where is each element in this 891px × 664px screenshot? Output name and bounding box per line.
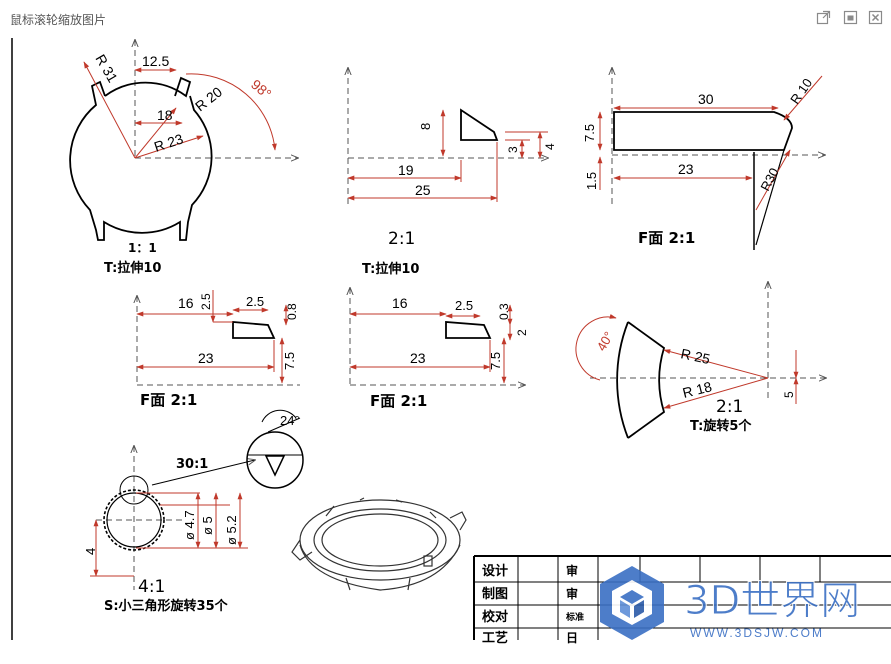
dim-r18: R 18 xyxy=(681,378,714,401)
dim-8: 8 xyxy=(418,123,433,130)
open-external-button[interactable] xyxy=(815,9,832,26)
dim-2-5-v: 2.5 xyxy=(199,293,213,310)
view-7-caption: S:小三角形旋转35个 xyxy=(104,598,229,614)
watermark-logo: 3D世界网 WWW.3DSJW.COM xyxy=(600,566,861,640)
title-row-standard: 标准 xyxy=(565,611,584,623)
dim-16-b: 16 xyxy=(392,295,408,311)
dim-18: 18 xyxy=(157,107,173,123)
title-row-date: 日 xyxy=(566,631,578,645)
dim-25: 25 xyxy=(415,182,431,198)
dim-16-a: 16 xyxy=(178,295,194,311)
dim-7-5: 7.5 xyxy=(582,124,597,142)
dim-7-5-b: 7.5 xyxy=(488,352,503,370)
close-icon xyxy=(868,10,883,25)
dim-40deg: 40° xyxy=(594,329,617,354)
view-6-scale: 2:1 xyxy=(716,397,743,417)
window-title: 鼠标滚轮缩放图片 xyxy=(10,13,107,27)
dim-5: 5 xyxy=(782,391,796,398)
dim-r20: R 20 xyxy=(192,83,225,114)
view-4-profile: 16 2.5 2.5 0.8 23 7.5 F面 2:1 xyxy=(137,290,300,409)
dim-1-5: 1.5 xyxy=(584,172,599,190)
title-row-check-label: 校对 xyxy=(482,609,508,625)
dim-2-5-h: 2.5 xyxy=(246,294,264,309)
title-bar: 鼠标滚轮缩放图片 xyxy=(0,0,891,34)
view-7-ring: 4 ø 4.7 ø 5 ø 5.2 30:1 24° 4:1 S:小三角形旋转3… xyxy=(83,409,304,614)
view-4-caption: F面 2:1 xyxy=(140,391,197,409)
dim-23-a: 23 xyxy=(198,350,214,366)
watch-case-3d-render xyxy=(291,497,467,591)
open-external-icon xyxy=(816,10,831,25)
title-block: 设计 制图 校对 工艺 审 审 标准 日 xyxy=(473,555,891,646)
title-row-review-a: 审 xyxy=(566,563,578,578)
detail-angle: 24° xyxy=(280,413,300,428)
dim-7-5-a: 7.5 xyxy=(282,352,297,370)
dim-r31: R 31 xyxy=(92,52,121,86)
cube-logo-icon xyxy=(600,566,664,640)
watermark-url: WWW.3DSJW.COM xyxy=(690,626,824,640)
dim-23-b: 23 xyxy=(410,350,426,366)
dim-12-5: 12.5 xyxy=(142,53,169,69)
view-2-profile: 8 19 25 3 4 2:1 T:拉伸10 xyxy=(348,68,557,277)
dim-d4-7: ø 4.7 xyxy=(182,510,197,540)
view-5-profile: 16 2.5 0.3 2 23 7.5 F面 2:1 xyxy=(350,288,529,410)
view-1-watch-outline: R 31 12.5 R 20 98° 18 R 23 1：1 T:拉伸10 xyxy=(69,40,298,276)
dim-23-top: 23 xyxy=(678,161,694,177)
close-button[interactable] xyxy=(867,9,884,26)
title-row-review-b: 审 xyxy=(566,586,578,601)
view-6-caption: T:旋转5个 xyxy=(690,418,752,434)
dim-0-3: 0.3 xyxy=(497,303,511,320)
dim-d5: ø 5 xyxy=(200,516,215,535)
maximize-button[interactable] xyxy=(842,9,859,26)
dim-r25: R 25 xyxy=(679,345,711,367)
view-1-scale: 1：1 xyxy=(128,241,157,255)
dim-4-ring: 4 xyxy=(83,548,98,555)
view-3-profile: 30 R 10 7.5 1.5 23 R30 F面 2:1 xyxy=(582,68,825,250)
dim-4: 4 xyxy=(543,143,557,150)
view-6-sector: 40° R 25 R 18 5 2:1 T:旋转5个 xyxy=(575,282,826,439)
dim-r23: R 23 xyxy=(152,130,185,154)
maximize-icon xyxy=(843,10,858,25)
view-2-caption: T:拉伸10 xyxy=(362,261,419,277)
watermark-cn: 3D世界网 xyxy=(684,578,860,624)
dim-r10: R 10 xyxy=(787,76,815,107)
title-row-drawing-label: 制图 xyxy=(482,586,508,602)
view-3-caption: F面 2:1 xyxy=(638,229,695,247)
cad-drawing-image: R 31 12.5 R 20 98° 18 R 23 1：1 T:拉伸10 8 … xyxy=(0,34,891,664)
dim-19: 19 xyxy=(398,162,414,178)
dim-d5-2: ø 5.2 xyxy=(224,515,239,545)
dim-0-8: 0.8 xyxy=(285,303,299,320)
dim-2-5-b: 2.5 xyxy=(455,298,473,313)
view-7-scale: 4:1 xyxy=(138,577,165,597)
dim-3: 3 xyxy=(506,146,520,153)
dim-30: 30 xyxy=(698,91,714,107)
dim-98deg: 98° xyxy=(248,76,275,102)
view-2-scale: 2:1 xyxy=(388,229,415,249)
dim-2: 2 xyxy=(515,329,529,336)
view-1-caption: T:拉伸10 xyxy=(104,260,161,276)
title-row-design-label: 设计 xyxy=(482,563,508,579)
title-row-process-label: 工艺 xyxy=(482,630,508,646)
detail-scale: 30:1 xyxy=(176,457,208,472)
view-5-caption: F面 2:1 xyxy=(370,392,427,410)
